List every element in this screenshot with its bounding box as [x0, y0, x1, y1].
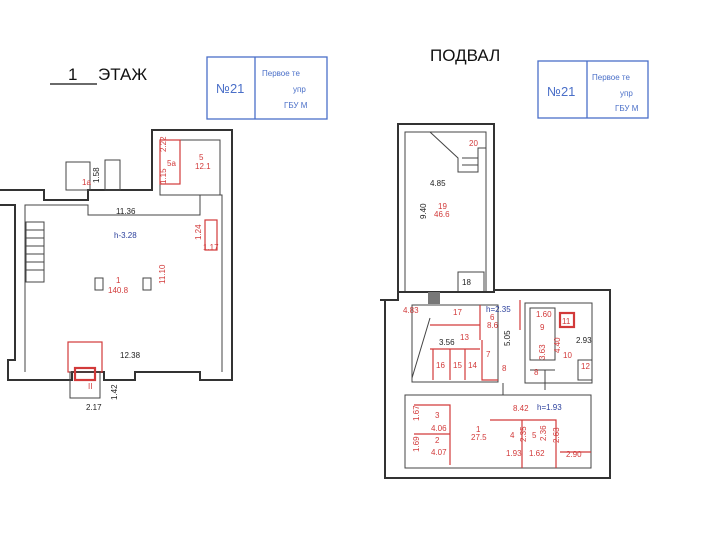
room-number: 10 — [563, 351, 572, 360]
dim-label: 2.63 — [552, 427, 561, 443]
dim-label: 2.93 — [576, 336, 592, 345]
room-number: 9 — [540, 323, 545, 332]
dim-label: 12.38 — [120, 351, 141, 360]
dim-label: 11.10 — [158, 264, 167, 284]
dim-label: 4.83 — [403, 306, 419, 315]
floor1-title: ЭТАЖ — [98, 65, 147, 84]
dim-label: 4.07 — [431, 448, 447, 457]
svg-text:№21: №21 — [216, 81, 244, 96]
dim-label: 4.85 — [430, 179, 446, 188]
dim-label: 2.90 — [566, 450, 582, 459]
svg-text:упр: упр — [620, 89, 633, 98]
dim-label: 1.69 — [412, 436, 421, 452]
dim-label: 1.15 — [159, 168, 168, 184]
floor1-plan: 1 ЭТАЖ №21 Первое те упр ГБУ М — [0, 56, 328, 412]
svg-text:ГБУ М: ГБУ М — [615, 104, 639, 113]
svg-text:упр: упр — [293, 85, 306, 94]
room-number: 1 — [476, 425, 481, 434]
room-number: 1a — [82, 178, 91, 187]
room-number: 17 — [453, 308, 462, 317]
room-number: 2 — [435, 436, 440, 445]
room-area: 8.6 — [487, 321, 499, 330]
height-label: h-3.28 — [114, 231, 137, 240]
basement-stamp: №21 Первое те упр ГБУ М — [537, 60, 649, 119]
basement-title: ПОДВАЛ — [430, 46, 500, 65]
svg-text:Первое те: Первое те — [592, 73, 631, 82]
room-area: 12.1 — [195, 162, 211, 171]
dim-label: 1.93 — [506, 449, 522, 458]
basement-plan: ПОДВАЛ №21 Первое те упр ГБУ М — [380, 46, 649, 479]
dim-label: 9.40 — [419, 203, 428, 219]
room-number: 12 — [581, 362, 590, 371]
svg-text:Первое те: Первое те — [262, 69, 301, 78]
room-number: 8 — [534, 368, 539, 377]
entrance-label: II — [88, 382, 92, 391]
room-number: 16 — [436, 361, 445, 370]
room-area: 46.6 — [434, 210, 450, 219]
floor1-stamp: №21 Первое те упр ГБУ М — [206, 56, 328, 120]
room-number: 14 — [468, 361, 477, 370]
room-number: 13 — [460, 333, 469, 342]
dim-label: 1.60 — [536, 310, 552, 319]
room-number: 5a — [167, 159, 176, 168]
dim-label: 2.36 — [539, 425, 548, 441]
floor1-walls — [0, 129, 233, 399]
dim-label: 4.06 — [431, 424, 447, 433]
dim-label: 1.67 — [412, 405, 421, 421]
dim-label: 1.24 — [194, 224, 203, 240]
room-number: 7 — [486, 350, 491, 359]
dim-label: 1.62 — [529, 449, 545, 458]
room-number: 20 — [469, 139, 478, 148]
floor1-title-number: 1 — [68, 65, 77, 84]
room-number: 6 — [490, 313, 495, 322]
svg-text:№21: №21 — [547, 84, 575, 99]
room-number: 5 — [199, 153, 204, 162]
room-number: 18 — [462, 278, 471, 287]
dim-label: 2.17 — [86, 403, 102, 412]
dim-label: 5.05 — [503, 330, 512, 346]
room-number: 15 — [453, 361, 462, 370]
dim-label: 2.22 — [159, 136, 168, 152]
room-number: 8 — [502, 364, 507, 373]
dim-label: 3.63 — [538, 344, 547, 360]
height-label: h=1.93 — [537, 403, 562, 412]
room-number: 4 — [510, 431, 515, 440]
room-number: 5 — [532, 431, 537, 440]
room-area: 140.8 — [108, 286, 129, 295]
dim-label: 2.35 — [519, 426, 528, 442]
room-number: 19 — [438, 202, 447, 211]
dim-label: 3.56 — [439, 338, 455, 347]
room-area: 27.5 — [471, 433, 487, 442]
svg-text:ГБУ М: ГБУ М — [284, 101, 308, 110]
dim-label: 8.42 — [513, 404, 529, 413]
dim-label: 1.42 — [110, 384, 119, 400]
room-number: 11 — [562, 317, 571, 326]
dim-label: 1.17 — [203, 243, 219, 252]
room-number: 3 — [435, 411, 440, 420]
dim-label: 1.58 — [92, 167, 101, 183]
basement-walls — [380, 123, 611, 479]
height-label: h=2.35 — [486, 305, 511, 314]
room-number: 1 — [116, 276, 121, 285]
dim-label: 11.36 — [116, 207, 136, 216]
dim-label: 4.40 — [553, 337, 562, 353]
